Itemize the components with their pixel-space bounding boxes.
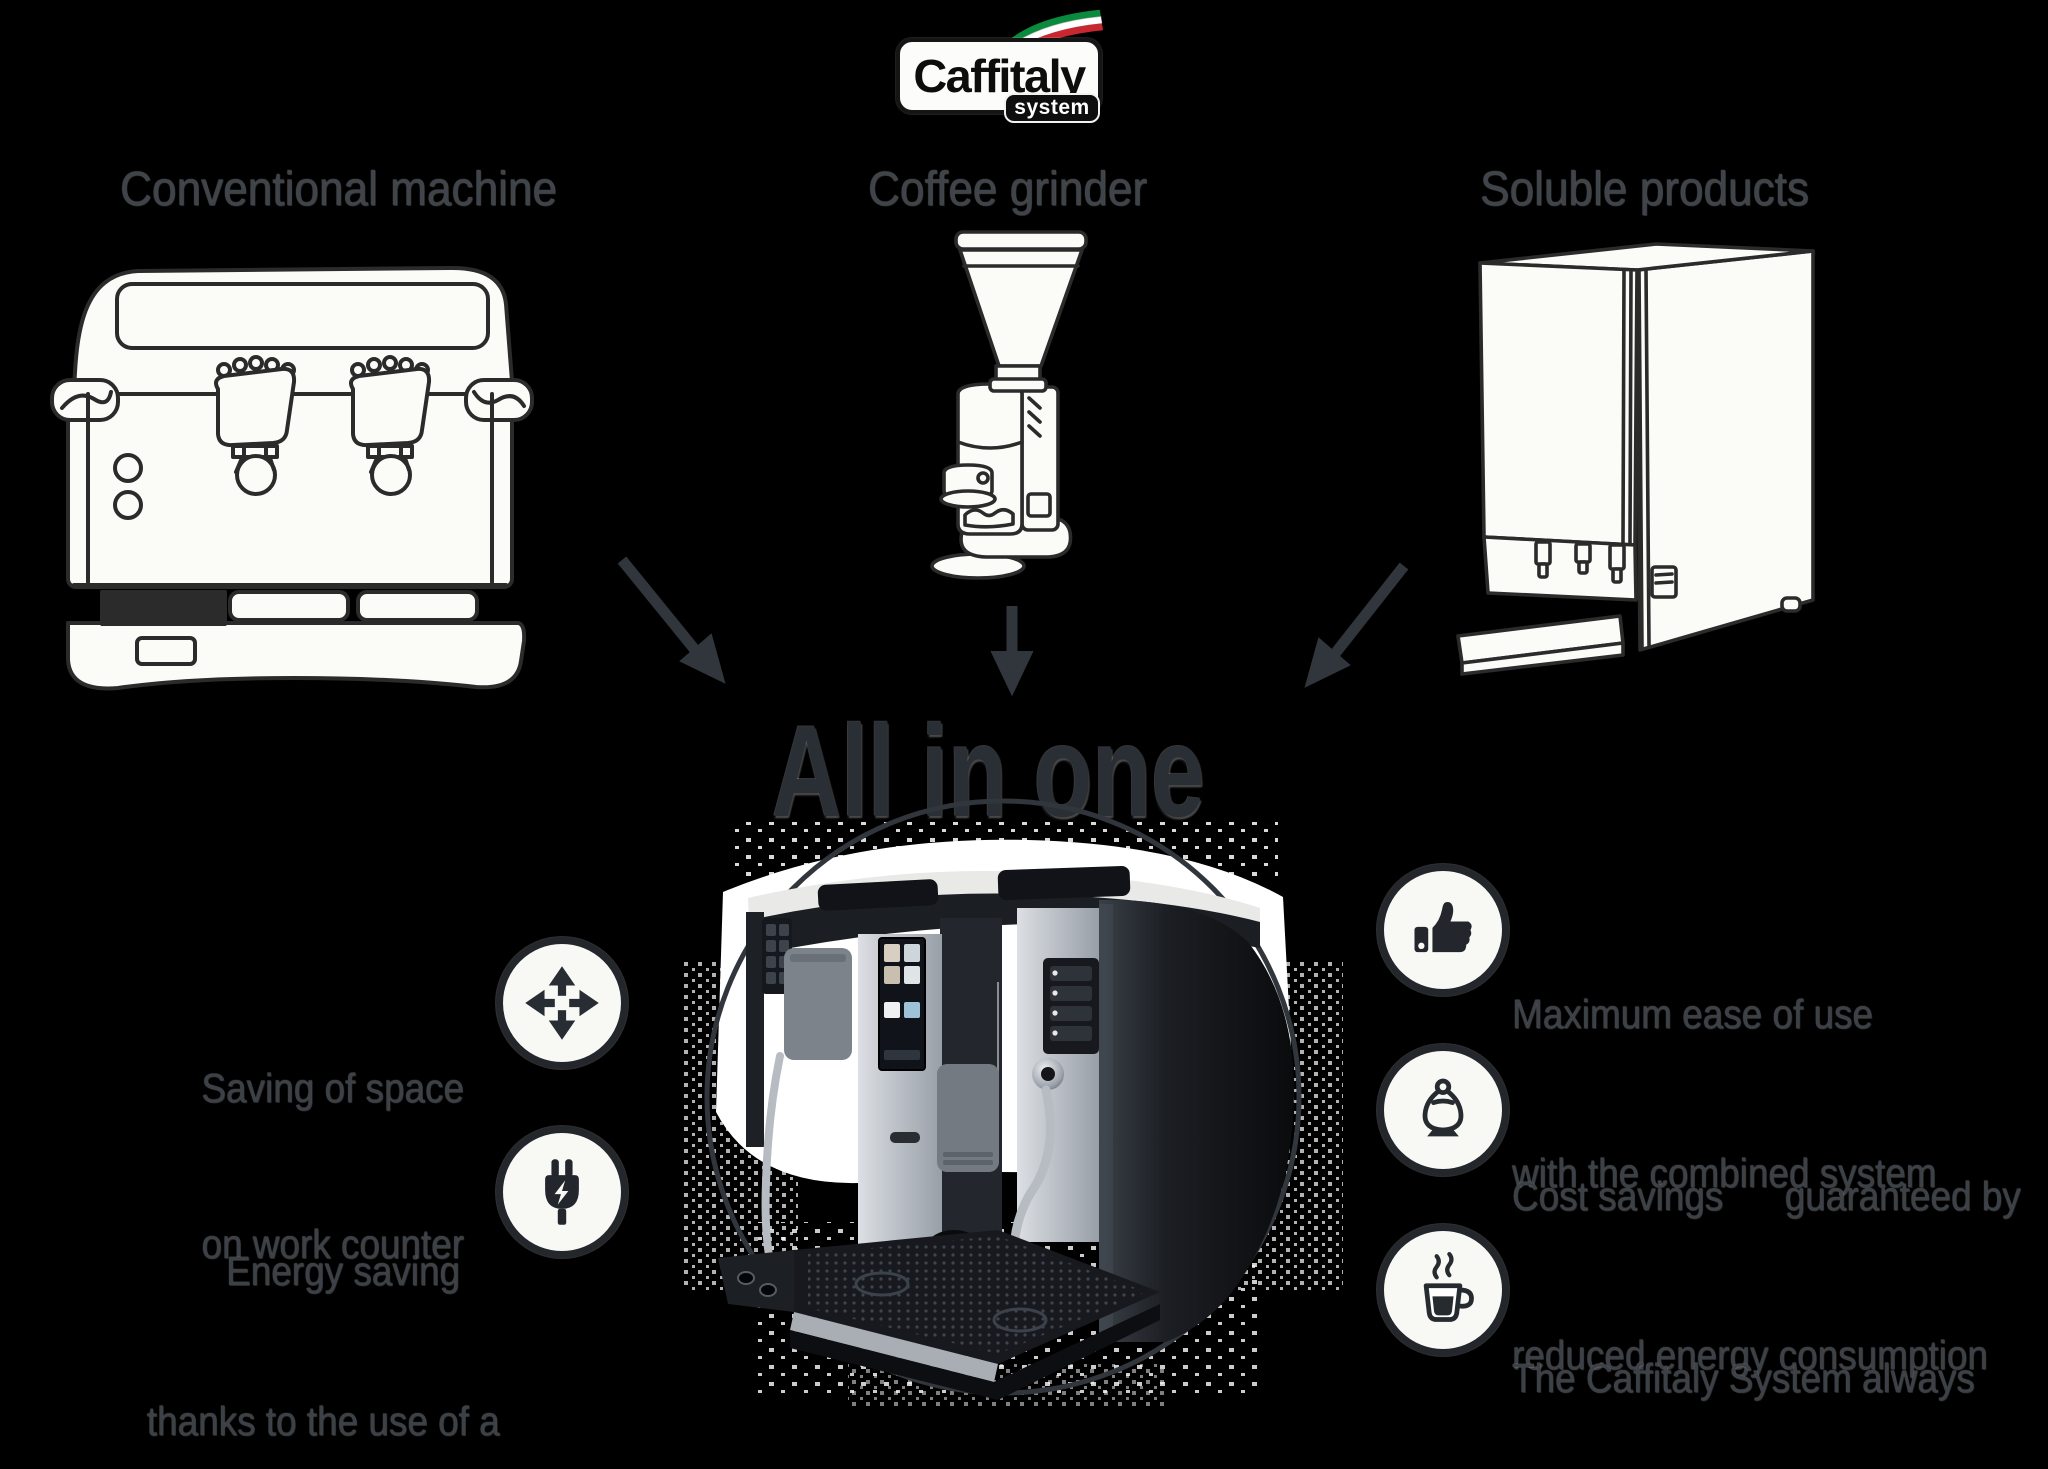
espresso-machine-line-drawing bbox=[50, 265, 534, 691]
feature-line: on work counter bbox=[201, 1221, 464, 1267]
thumbs-up-icon bbox=[1377, 864, 1509, 996]
arrow-down-left-icon bbox=[1304, 562, 1409, 688]
label-conventional-machine: Conventional machine bbox=[120, 163, 557, 216]
soluble-dispenser-line-drawing bbox=[1456, 242, 1815, 676]
feature-line: Energy saving bbox=[226, 1248, 460, 1294]
feature-perfect-product: The Caffitaly System always ensures a pe… bbox=[1512, 1246, 1975, 1469]
feature-line: thanks to the use of a bbox=[146, 1398, 500, 1444]
machine-photo-group bbox=[718, 865, 1295, 1400]
feature-line: The Caffitaly System always bbox=[1512, 1355, 1975, 1401]
logo-system-badge: system bbox=[1004, 93, 1100, 123]
feature-line: reduced energy consumption bbox=[1512, 1332, 1988, 1378]
arrow-down-icon bbox=[990, 606, 1034, 697]
feature-line: with the combined system bbox=[1512, 1150, 1937, 1196]
headline-all-in-one: All in one bbox=[771, 698, 1205, 844]
move-arrows-icon bbox=[496, 937, 628, 1069]
power-plug-icon bbox=[496, 1126, 628, 1258]
feature-cost-savings: Cost savings guaranteed by reduced energ… bbox=[1512, 1064, 2021, 1469]
caffitaly-professional-machine-photo bbox=[683, 798, 1343, 1407]
label-soluble-products: Soluble products bbox=[1480, 163, 1809, 216]
feature-line: Cost savings guaranteed by bbox=[1512, 1173, 2021, 1219]
feature-line: Maximum ease of use bbox=[1512, 991, 1873, 1037]
coffee-cup-icon bbox=[1377, 1224, 1509, 1356]
label-coffee-grinder: Coffee grinder bbox=[868, 163, 1148, 216]
feature-ease-of-use: Maximum ease of use with the combined sy… bbox=[1512, 882, 1937, 1306]
feature-saving-space: Saving of space on work counter bbox=[172, 958, 464, 1374]
feature-energy-saving: Energy saving thanks to the use of a sin… bbox=[146, 1146, 500, 1469]
money-jar-icon bbox=[1377, 1044, 1509, 1176]
coffee-grinder-line-drawing bbox=[930, 230, 1088, 580]
feature-line: Saving of space bbox=[201, 1065, 464, 1111]
caffitaly-logo: Caffitaly bbox=[896, 38, 1102, 114]
arrow-down-right-icon bbox=[617, 556, 726, 684]
